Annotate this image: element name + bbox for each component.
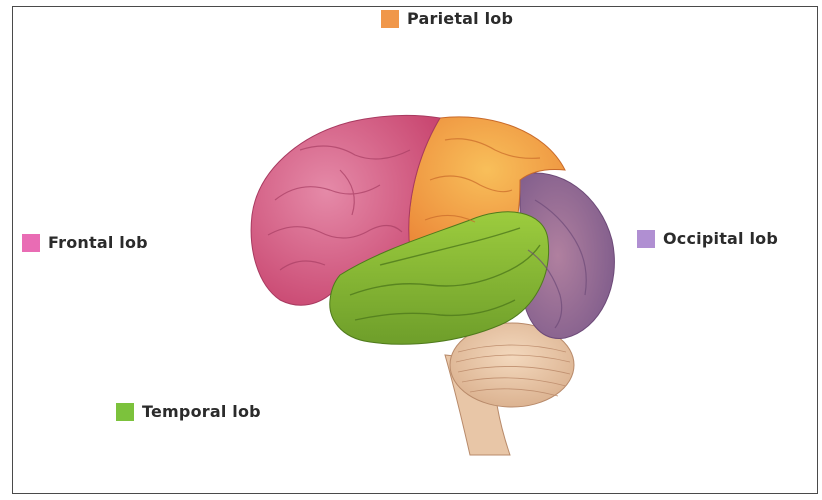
legend-parietal-lobe: Parietal lob — [381, 9, 513, 28]
legend-occipital-lobe: Occipital lob — [637, 229, 778, 248]
temporal-swatch-icon — [116, 403, 134, 421]
occipital-lobe-label: Occipital lob — [663, 229, 778, 248]
frontal-swatch-icon — [22, 234, 40, 252]
legend-frontal-lobe: Frontal lob — [22, 233, 148, 252]
legend-temporal-lobe: Temporal lob — [116, 402, 261, 421]
occipital-swatch-icon — [637, 230, 655, 248]
frontal-lobe-label: Frontal lob — [48, 233, 148, 252]
temporal-lobe-label: Temporal lob — [142, 402, 261, 421]
parietal-lobe-label: Parietal lob — [407, 9, 513, 28]
parietal-swatch-icon — [381, 10, 399, 28]
